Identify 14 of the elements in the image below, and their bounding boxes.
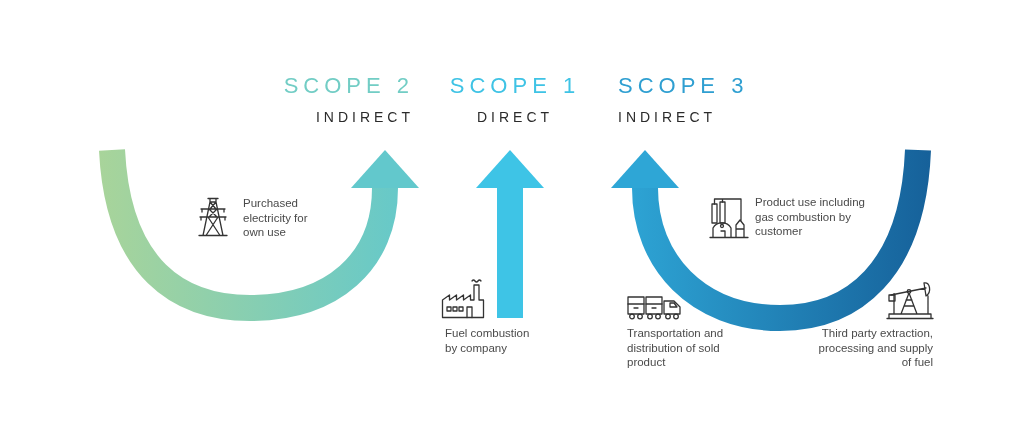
scope-heading: SCOPE 1 <box>449 72 581 100</box>
scope-subheading: DIRECT <box>476 108 554 126</box>
scope-heading: SCOPE 3 <box>618 72 749 100</box>
description-text: Third party extraction, processing and supply of fuel <box>817 326 933 370</box>
curved-arrow <box>611 148 931 331</box>
scope-heading: SCOPE 2 <box>283 72 414 100</box>
description-text: Purchased electricity for own use <box>243 196 309 240</box>
description-text: Product use including gas combustion by customer <box>755 195 866 239</box>
curved-arrow <box>99 148 419 321</box>
scope-subheading: INDIRECT <box>315 108 414 126</box>
description-text: Fuel combustion by company <box>445 326 531 355</box>
description-text: Transportation and distribution of sold product <box>627 326 725 370</box>
arrow <box>476 150 544 318</box>
scope-subheading: INDIRECT <box>618 108 717 126</box>
